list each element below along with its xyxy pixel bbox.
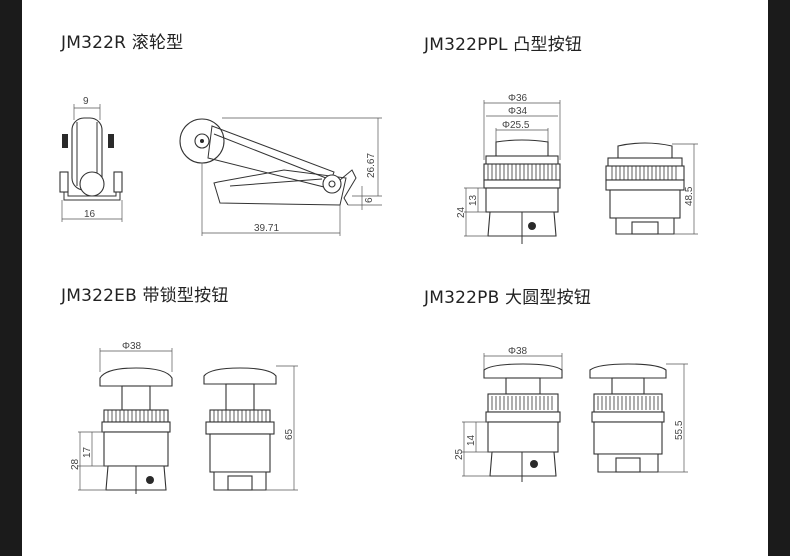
drawings: 9 16 bbox=[59, 93, 698, 494]
dim-pb-14: 14 bbox=[466, 434, 477, 446]
jm322r-front-view: 9 16 bbox=[59, 96, 123, 222]
dim-eb-65: 65 bbox=[284, 428, 295, 440]
title-jm322r: JM322R 滚轮型 bbox=[61, 33, 184, 53]
dim-eb-38: Φ38 bbox=[122, 341, 142, 352]
jm322ppl-front-view: Φ36 Φ34 Φ25.5 24 13 bbox=[456, 93, 561, 244]
dim-ppl-24: 24 bbox=[456, 206, 467, 218]
dim-ppl-25-5: Φ25.5 bbox=[502, 120, 530, 131]
title-jm322pb: JM322PB 大圆型按钮 bbox=[424, 288, 592, 308]
jm322ppl-side-view: 48.5 bbox=[605, 142, 698, 235]
dim-r-39-71: 39.71 bbox=[254, 223, 279, 234]
dim-pb-55-5: 55.5 bbox=[674, 420, 685, 440]
jm322eb-side-view: 65 bbox=[203, 365, 298, 491]
dim-r-16: 16 bbox=[84, 209, 96, 220]
jm322pb-side-view: 55.5 bbox=[589, 363, 688, 473]
dim-r-26-67: 26.67 bbox=[366, 153, 377, 178]
jm322pb-front-view: Φ38 25 14 bbox=[454, 346, 563, 482]
dim-ppl-34: Φ34 bbox=[508, 106, 528, 117]
dim-pb-25: 25 bbox=[454, 448, 465, 460]
dim-pb-38: Φ38 bbox=[508, 346, 528, 357]
dim-ppl-48-5: 48.5 bbox=[684, 186, 695, 206]
jm322eb-front-view: Φ38 28 17 bbox=[70, 341, 173, 494]
dim-eb-28: 28 bbox=[70, 458, 81, 470]
title-jm322ppl: JM322PPL 凸型按钮 bbox=[424, 35, 583, 55]
jm322r-side-view: 26.67 6 39.71 bbox=[179, 117, 382, 236]
title-jm322eb: JM322EB 带锁型按钮 bbox=[61, 286, 229, 306]
dim-r-9: 9 bbox=[83, 96, 89, 107]
dim-ppl-13: 13 bbox=[468, 194, 479, 206]
dim-ppl-36: Φ36 bbox=[508, 93, 528, 104]
dim-r-6: 6 bbox=[364, 197, 375, 203]
dim-eb-17: 17 bbox=[82, 446, 93, 458]
spec-sheet: JM322R 滚轮型 JM322PPL 凸型按钮 JM322EB 带锁型按钮 J… bbox=[22, 0, 768, 556]
